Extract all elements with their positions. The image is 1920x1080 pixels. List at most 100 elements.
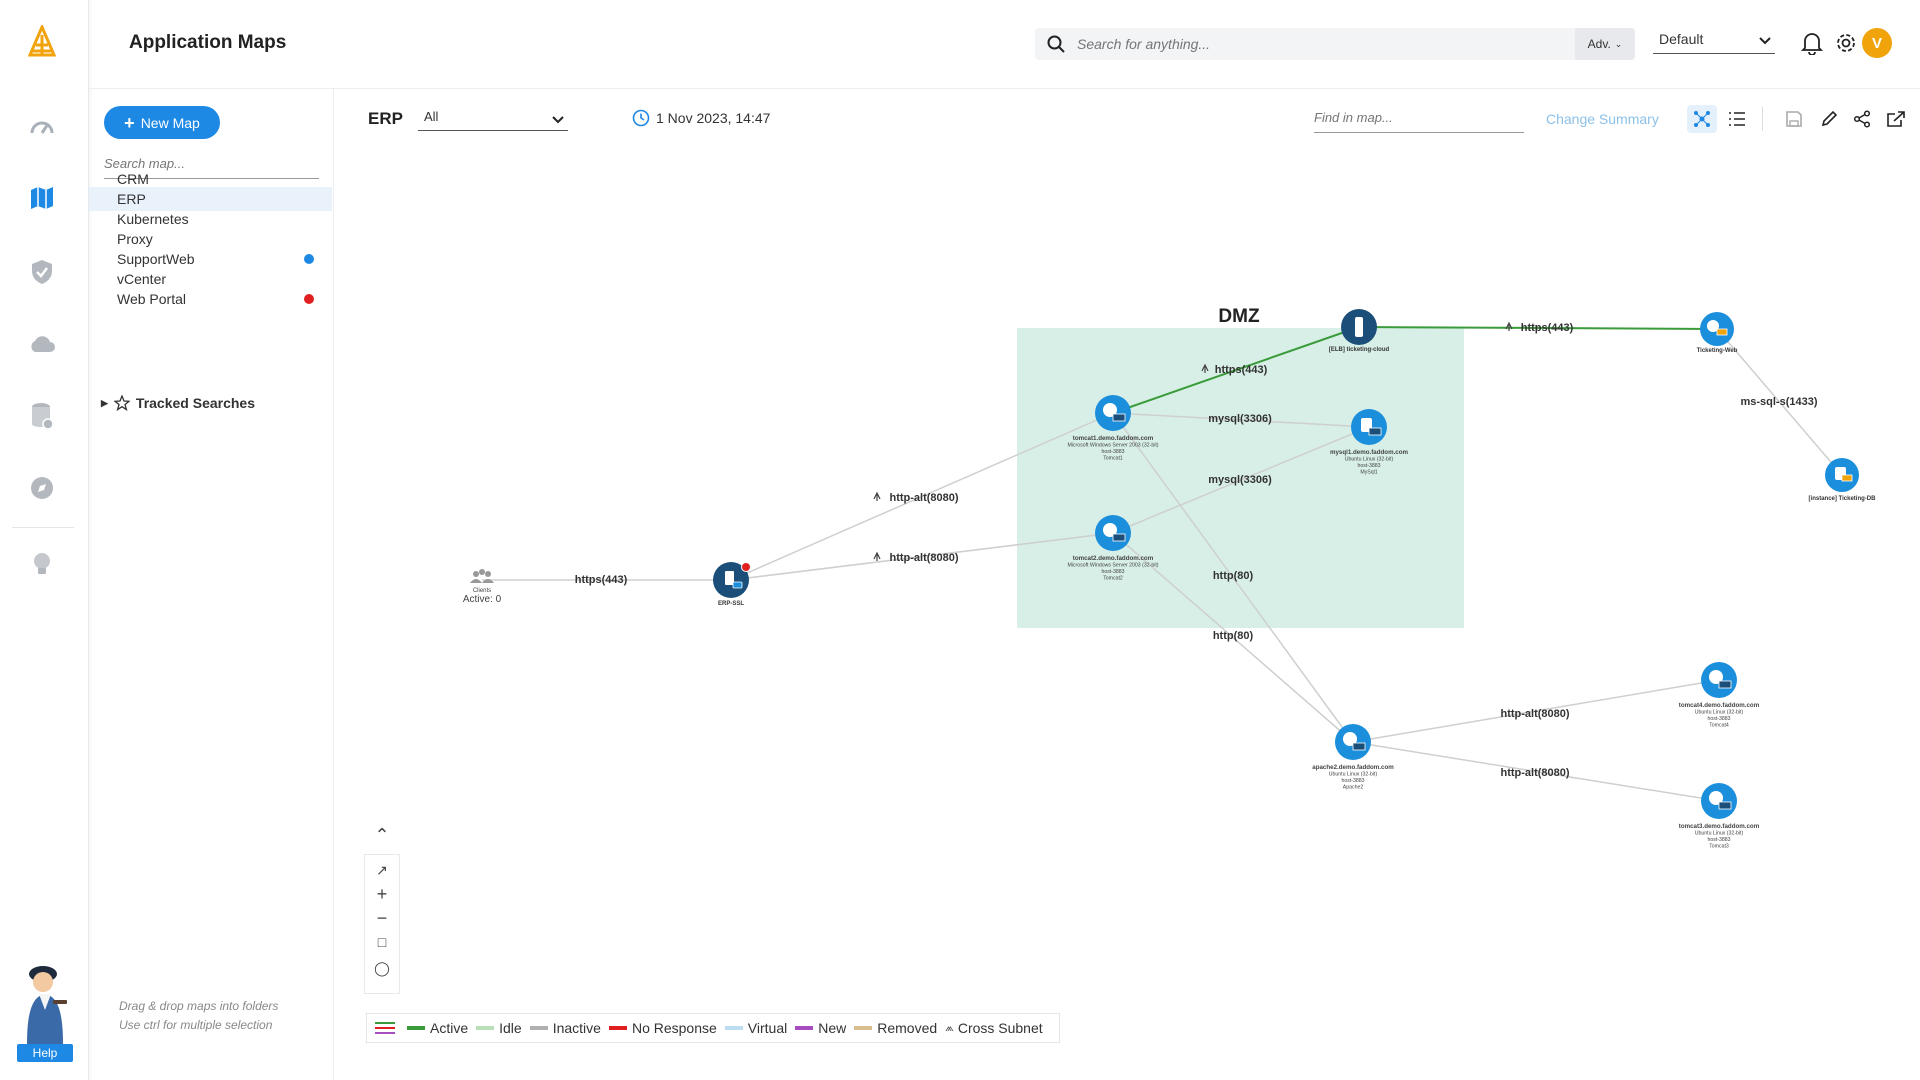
sidebar-item-label: vCenter <box>117 271 167 287</box>
profile-select[interactable]: Default <box>1653 28 1775 54</box>
cross-subnet-icon <box>1201 363 1209 373</box>
node-host: host-3883 <box>1707 716 1730 722</box>
edge-elb-ticketing-web[interactable] <box>1358 326 1718 330</box>
dashboard-icon[interactable] <box>24 108 60 144</box>
dmz-group[interactable] <box>1017 328 1464 628</box>
edge-label: mysql(3306) <box>1208 474 1272 486</box>
help-label[interactable]: Help <box>17 1044 73 1062</box>
edge-tomcat1-mysql1[interactable] <box>1112 412 1370 428</box>
frame-icon[interactable]: □ <box>377 934 387 950</box>
compass-icon[interactable] <box>24 470 60 506</box>
avatar[interactable]: V <box>1862 28 1892 58</box>
node-host: host-3883 <box>1707 837 1730 843</box>
edit-button[interactable] <box>1814 105 1844 133</box>
edge-label: http-alt(8080) <box>889 492 958 504</box>
elb-node[interactable]: [ELB] ticketing-cloud <box>1329 309 1390 353</box>
bell-icon[interactable] <box>1801 31 1823 55</box>
clients-active: Active: 0 <box>463 594 502 605</box>
map-canvas[interactable]: DMZ https(443) http-alt(8080) http-alt(8… <box>334 149 1920 1080</box>
logo-icon[interactable] <box>24 24 60 60</box>
edge-tomcat2-mysql1[interactable] <box>1112 426 1370 534</box>
lightbulb-icon[interactable] <box>24 546 60 582</box>
alert-dot-icon <box>304 294 314 304</box>
legend-item[interactable]: No Response <box>608 1020 717 1036</box>
zoom-out-icon[interactable]: − <box>376 907 388 928</box>
legend-toggle-icon[interactable] <box>375 1022 401 1034</box>
legend-item[interactable]: Virtual <box>724 1020 787 1036</box>
legend-item[interactable]: Active <box>407 1020 468 1036</box>
database-icon[interactable] <box>24 398 60 434</box>
cloud-icon[interactable] <box>24 326 60 362</box>
legend-item[interactable]: Removed <box>854 1020 937 1036</box>
map-search-input[interactable] <box>104 156 319 171</box>
vm-badge-icon <box>1718 801 1732 810</box>
cross-subnet-icon <box>873 491 881 501</box>
edge-tomcat1-apache2[interactable] <box>1112 412 1354 743</box>
advanced-search-button[interactable]: Adv.⌄ <box>1575 28 1635 60</box>
save-button[interactable] <box>1779 105 1809 133</box>
zoom-in-icon[interactable]: + <box>376 883 388 904</box>
gear-icon[interactable] <box>1835 32 1857 54</box>
chevron-down-icon <box>1759 37 1771 45</box>
tracked-searches[interactable]: ▶ Tracked Searches <box>101 395 255 411</box>
find-in-map-input[interactable] <box>1314 110 1524 125</box>
share-button[interactable] <box>1847 105 1877 133</box>
sidebar-item-crm[interactable]: CRM <box>89 167 332 191</box>
sidebar-item-supportweb[interactable]: SupportWeb <box>89 247 332 271</box>
hint-line-2: Use ctrl for multiple selection <box>119 1018 273 1032</box>
fit-icon[interactable]: ↗ <box>376 861 388 878</box>
sidebar-item-label: Proxy <box>117 231 153 247</box>
info-badge-icon <box>304 254 314 264</box>
graph-view-button[interactable] <box>1687 105 1717 133</box>
map-timestamp[interactable]: 1 Nov 2023, 14:47 <box>632 109 770 127</box>
clients-node[interactable]: Clients Active: 0 <box>463 569 502 605</box>
sidebar-item-kubernetes[interactable]: Kubernetes <box>89 207 332 231</box>
edge-erp-tomcat2[interactable] <box>730 532 1114 581</box>
sidebar-item-vcenter[interactable]: vCenter <box>89 267 332 291</box>
legend-item[interactable]: Inactive <box>529 1020 601 1036</box>
node-alias: Tomcat3 <box>1709 844 1729 850</box>
shield-icon[interactable] <box>24 254 60 290</box>
clock-icon <box>632 109 650 127</box>
collapse-icon[interactable]: ⌃ <box>374 824 390 845</box>
edge-erp-tomcat1[interactable] <box>730 412 1114 581</box>
node-name: [ELB] ticketing-cloud <box>1329 347 1390 353</box>
node-os: Ubuntu Linux (32-bit) <box>1329 772 1378 778</box>
change-summary-button[interactable]: Change Summary <box>1546 111 1659 127</box>
sidebar-item-erp[interactable]: ERP <box>89 187 332 211</box>
share-icon <box>1853 110 1871 128</box>
edge-web-db[interactable] <box>1716 328 1843 476</box>
legend-swatch <box>529 1026 548 1030</box>
ticketing-db-node[interactable]: [instance] Ticketing-DB <box>1809 458 1877 502</box>
new-map-button[interactable]: + New Map <box>104 106 220 139</box>
help-button[interactable]: Help <box>15 960 75 1062</box>
list-view-button[interactable] <box>1722 105 1752 133</box>
export-button[interactable] <box>1881 105 1911 133</box>
erp-ssl-node[interactable]: ERP-SSL <box>713 562 751 607</box>
edge-apache2-tomcat3[interactable] <box>1352 741 1720 802</box>
edge-tomcat2-apache2[interactable] <box>1112 532 1354 743</box>
load-balancer-icon <box>725 571 734 585</box>
search-icon <box>1047 35 1065 53</box>
map-filter-select[interactable]: All <box>418 109 568 131</box>
legend-item[interactable]: New <box>795 1020 846 1036</box>
legend-item[interactable]: Idle <box>476 1020 522 1036</box>
chevron-down-icon: ⌄ <box>1614 38 1623 49</box>
vm-badge-icon <box>1112 533 1126 542</box>
layers-icon[interactable]: ◯ <box>374 959 390 976</box>
edge-apache2-tomcat4[interactable] <box>1352 679 1720 743</box>
sidebar-item-web-portal[interactable]: Web Portal <box>89 287 332 311</box>
maps-icon[interactable] <box>24 180 60 216</box>
hint-line-1: Drag & drop maps into folders <box>119 999 279 1013</box>
legend-item[interactable]: ⩕Cross Subnet <box>945 1020 1043 1036</box>
search-input[interactable] <box>1077 34 1517 54</box>
sidebar-item-proxy[interactable]: Proxy <box>89 227 332 251</box>
edge-tomcat1-elb[interactable] <box>1112 326 1360 414</box>
ticketing-web-node[interactable]: Ticketing-Web <box>1697 312 1738 354</box>
